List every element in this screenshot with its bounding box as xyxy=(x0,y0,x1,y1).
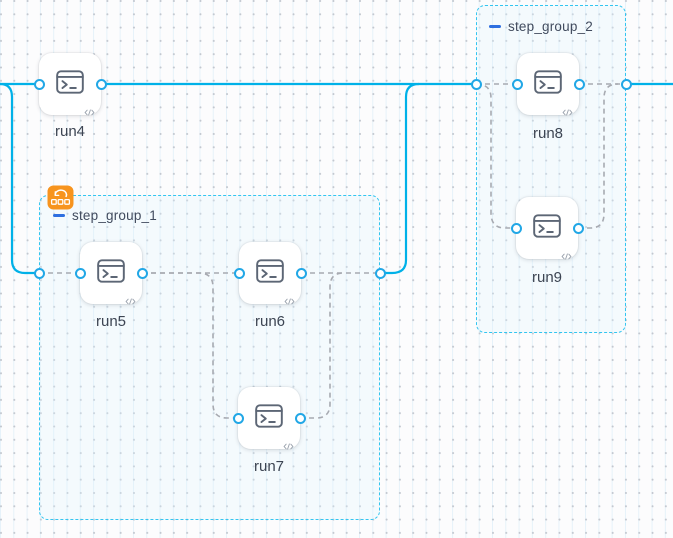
node-run5[interactable] xyxy=(80,242,142,305)
node-run8[interactable] xyxy=(517,53,579,116)
code-icon xyxy=(84,103,95,116)
port-run7-in[interactable] xyxy=(232,412,244,424)
edge-start-group1[interactable] xyxy=(0,82,39,275)
node-run6[interactable] xyxy=(239,242,301,305)
port-group2-in[interactable] xyxy=(470,78,482,90)
port-group1-in[interactable] xyxy=(33,267,45,279)
group-title: step_group_1 xyxy=(72,208,157,223)
code-icon xyxy=(284,292,295,305)
port-run7-out[interactable] xyxy=(294,412,306,424)
port-run6-in[interactable] xyxy=(233,267,245,279)
edge-run5-run7[interactable] xyxy=(142,272,238,419)
edge-run9-group2out[interactable] xyxy=(578,83,619,229)
group-header: step_group_2 xyxy=(489,19,593,34)
port-run5-out[interactable] xyxy=(136,267,148,279)
code-icon xyxy=(562,103,573,116)
port-run6-out[interactable] xyxy=(295,267,307,279)
loop-retry-icon xyxy=(47,185,74,210)
node-label-run9: run9 xyxy=(531,269,563,286)
node-label-run8: run8 xyxy=(532,125,564,142)
node-label-run7: run7 xyxy=(253,458,285,475)
terminal-icon xyxy=(534,69,562,94)
port-run4-in[interactable] xyxy=(33,78,45,90)
terminal-icon xyxy=(533,213,561,238)
minus-icon[interactable] xyxy=(489,24,501,29)
port-run4-out[interactable] xyxy=(95,78,107,90)
code-icon xyxy=(125,292,136,305)
port-run9-out[interactable] xyxy=(572,222,584,234)
port-run8-in[interactable] xyxy=(511,78,523,90)
group-title: step_group_2 xyxy=(508,19,593,34)
group-header: step_group_1 xyxy=(53,208,157,223)
terminal-icon xyxy=(256,258,284,283)
code-icon xyxy=(283,437,294,450)
minus-icon[interactable] xyxy=(53,213,65,218)
port-group2-out[interactable] xyxy=(620,78,632,90)
group-step-group-2[interactable]: step_group_2 xyxy=(476,5,626,333)
node-label-run5: run5 xyxy=(95,313,127,330)
terminal-icon xyxy=(97,258,125,283)
port-run8-out[interactable] xyxy=(573,78,585,90)
terminal-icon xyxy=(255,403,283,428)
port-run5-in[interactable] xyxy=(74,267,86,279)
node-run4[interactable] xyxy=(39,53,101,116)
port-run9-in[interactable] xyxy=(510,222,522,234)
code-icon xyxy=(561,247,572,260)
node-label-run4: run4 xyxy=(54,123,86,140)
terminal-icon xyxy=(56,69,84,94)
edge-group2in-run9[interactable] xyxy=(475,83,516,229)
node-run7[interactable] xyxy=(238,387,300,450)
edge-run7-group1out[interactable] xyxy=(300,272,344,419)
node-label-run6: run6 xyxy=(254,313,286,330)
node-run9[interactable] xyxy=(516,197,578,260)
port-group1-out[interactable] xyxy=(374,267,386,279)
edge-group1-group2[interactable] xyxy=(380,82,420,275)
